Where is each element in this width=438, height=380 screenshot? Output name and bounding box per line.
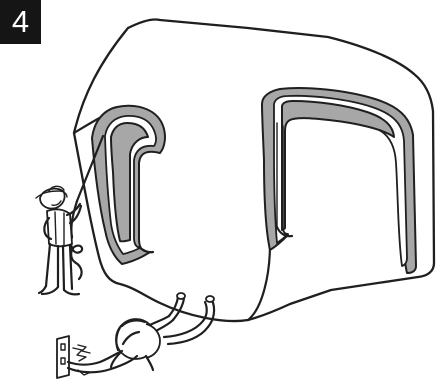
inflatable-structure-icon [74,19,434,321]
